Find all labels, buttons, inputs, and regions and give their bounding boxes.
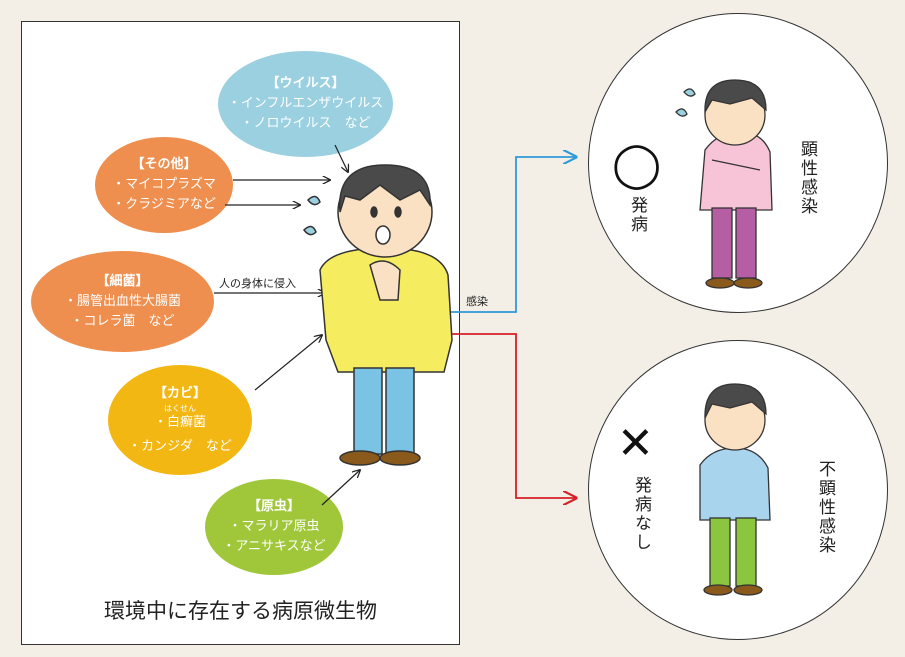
virus-arrow bbox=[334, 144, 348, 172]
overt-status: 発病 bbox=[627, 196, 647, 234]
infection-label: 感染 bbox=[466, 295, 488, 308]
healthy-person bbox=[699, 383, 771, 596]
other-item: ・マイコプラズマ bbox=[112, 177, 216, 192]
virus-bubble: 【ウイルス】 ・インフルエンザウイルス ・ノロウイルス など bbox=[218, 51, 393, 157]
circle-symbol-icon: ◯ bbox=[612, 139, 662, 190]
bacteria-item: ・腸管出血性大腸菌 bbox=[63, 293, 181, 309]
cross-symbol-icon: ✕ bbox=[617, 418, 654, 469]
protozoa-arrow bbox=[321, 470, 360, 506]
fungi-item: ・カンジダ など bbox=[128, 438, 232, 454]
other-item: ・クラジミアなど bbox=[112, 197, 216, 212]
other-bubble: 【その他】 ・マイコプラズマ ・クラジミアなど bbox=[95, 137, 233, 233]
protozoa-title: 【原虫】 bbox=[247, 499, 300, 514]
diagram-title: 環境中に存在する病原微生物 bbox=[104, 599, 377, 623]
body-entry-label: 人の身体に侵入 bbox=[219, 277, 296, 290]
sick-person bbox=[675, 79, 773, 289]
bacteria-bubble: 【細菌】 ・腸管出血性大腸菌 ・コレラ菌 など bbox=[31, 251, 214, 352]
bacteria-title: 【細菌】 bbox=[96, 273, 149, 289]
protozoa-bubble: 【原虫】 ・マラリア原虫 ・アニサキスなど bbox=[205, 479, 343, 575]
inapparent-arrow bbox=[448, 333, 576, 498]
fungi-title: 【カビ】 bbox=[153, 385, 206, 401]
fungi-arrow bbox=[254, 335, 322, 391]
inapparent-label: 不顕性感染 bbox=[815, 460, 835, 555]
protozoa-item: ・マラリア原虫 bbox=[228, 519, 320, 534]
virus-title: 【ウイルス】 bbox=[266, 76, 345, 91]
other-title: 【その他】 bbox=[131, 157, 197, 172]
fungi-item: ・白癬菌 bbox=[153, 414, 206, 430]
virus-item: ・ノロウイルス など bbox=[240, 116, 371, 131]
central-person bbox=[303, 164, 453, 466]
fungi-bubble: 【カビ】 はくせん ・白癬菌 ・カンジダ など bbox=[108, 365, 252, 475]
overt-arrow bbox=[448, 157, 576, 313]
bacteria-item: ・コレラ菌 など bbox=[70, 313, 175, 329]
protozoa-item: ・アニサキスなど bbox=[222, 539, 326, 554]
fungi-ruby: はくせん bbox=[164, 403, 196, 413]
virus-item: ・インフルエンザウイルス bbox=[227, 96, 384, 111]
overt-label: 顕性感染 bbox=[797, 140, 817, 216]
inapparent-status: 発病なし bbox=[631, 476, 651, 552]
